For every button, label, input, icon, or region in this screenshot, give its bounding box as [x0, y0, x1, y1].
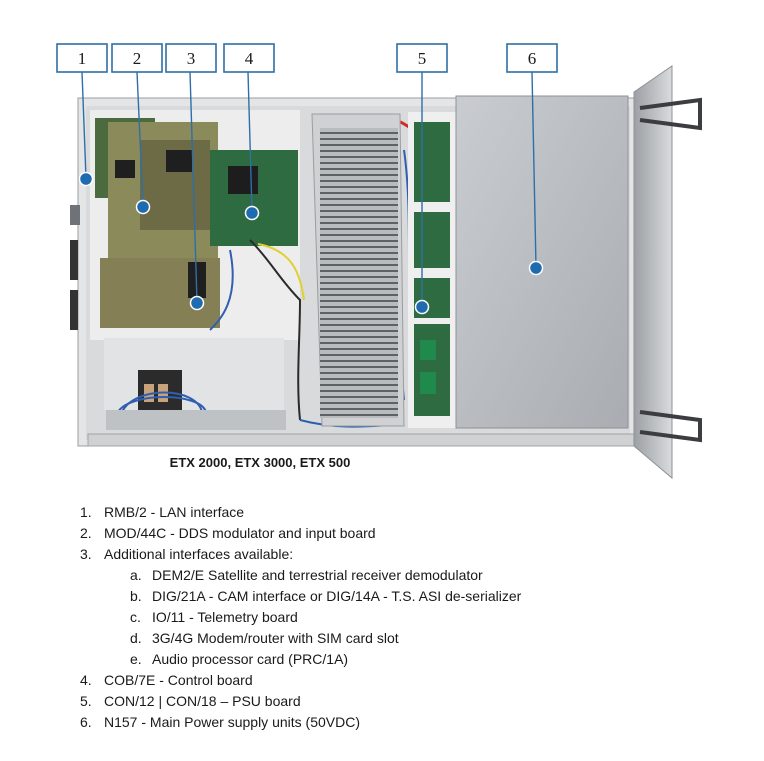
list-item: 2.MOD/44C - DDS modulator and input boar… — [80, 525, 376, 541]
sub-list-item: b.DIG/21A - CAM interface or DIG/14A - T… — [130, 588, 522, 604]
sub-list-item: e.Audio processor card (PRC/1A) — [130, 651, 349, 667]
callout-leaders — [81, 71, 537, 306]
svg-text:4: 4 — [245, 49, 254, 68]
callout-dot-3 — [189, 295, 205, 311]
callout-dot-4 — [244, 205, 260, 221]
equipment-photo: 1 2 3 4 5 6 — [56, 43, 702, 480]
sub-list: a.DEM2/E Satellite and terrestrial recei… — [104, 565, 521, 670]
power-supply-cover — [455, 95, 629, 429]
svg-text:3: 3 — [187, 49, 196, 68]
callout-box-6: 6 — [506, 43, 558, 73]
sub-list-item: d.3G/4G Modem/router with SIM card slot — [130, 630, 399, 646]
callout-box-4: 4 — [223, 43, 275, 73]
callout-box-3: 3 — [165, 43, 217, 73]
callout-dot-1 — [78, 171, 94, 187]
svg-text:1: 1 — [78, 49, 87, 68]
component-list: 1.RMB/2 - LAN interface 2.MOD/44C - DDS … — [80, 502, 521, 733]
list-item: 5.CON/12 | CON/18 – PSU board — [80, 693, 301, 709]
list-item: 1.RMB/2 - LAN interface — [80, 504, 245, 520]
sub-list-item: c.IO/11 - Telemetry board — [130, 609, 298, 625]
callout-dot-2 — [135, 199, 151, 215]
rack-ear — [633, 65, 702, 480]
list-item: 6.N157 - Main Power supply units (50VDC) — [80, 714, 360, 730]
list-item: 4.COB/7E - Control board — [80, 672, 253, 688]
callout-dot-6 — [528, 260, 544, 276]
board-stack — [90, 110, 300, 430]
callout-box-2: 2 — [111, 43, 163, 73]
psu-boards — [408, 112, 456, 428]
callout-box-1: 1 — [56, 43, 108, 73]
list-item: 3.Additional interfaces available: a.DEM… — [80, 544, 521, 670]
sub-list-item: a.DEM2/E Satellite and terrestrial recei… — [130, 567, 483, 583]
heatsink — [311, 113, 405, 427]
callout-dot-5 — [414, 299, 430, 315]
callout-box-5: 5 — [396, 43, 448, 73]
svg-text:5: 5 — [418, 49, 427, 68]
figure-caption: ETX 2000, ETX 3000, ETX 500 — [169, 455, 351, 470]
svg-text:2: 2 — [133, 49, 142, 68]
svg-text:6: 6 — [528, 49, 537, 68]
callout-dots — [78, 171, 544, 315]
